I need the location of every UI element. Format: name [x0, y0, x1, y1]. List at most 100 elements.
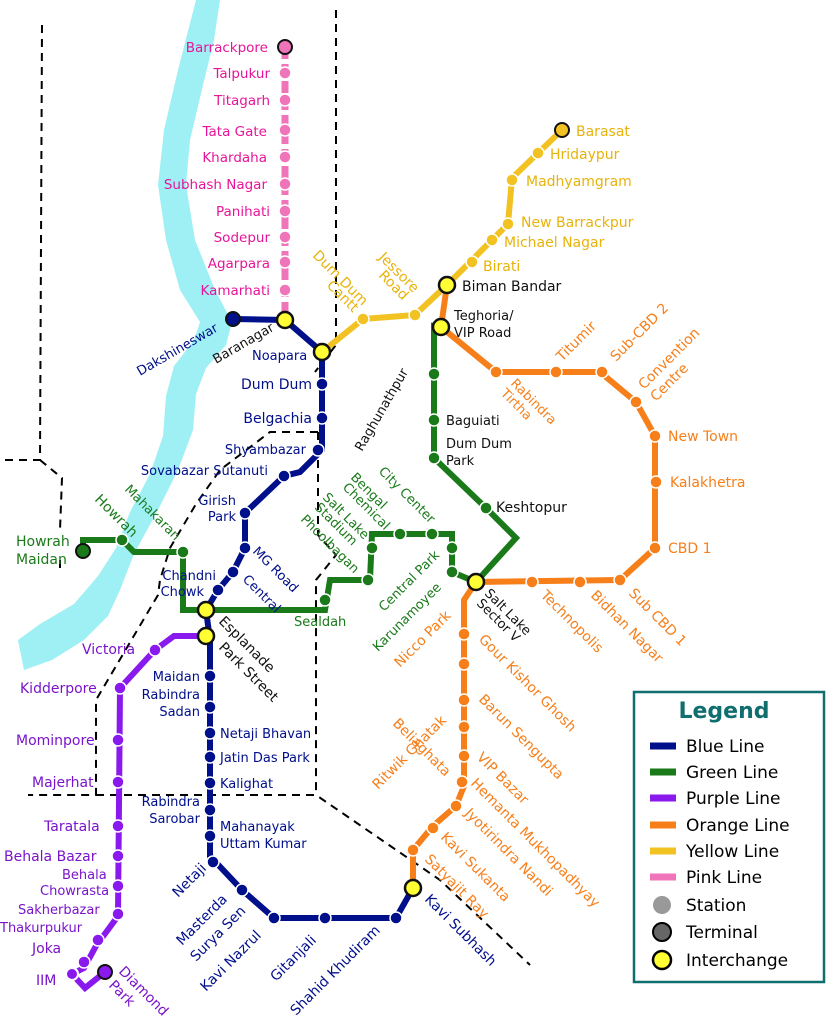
station-dot: [111, 849, 125, 863]
label-hridaypur: Hridaypur: [550, 147, 620, 163]
legend-label-station: Station: [686, 896, 746, 916]
station-dot: [115, 533, 129, 547]
label-subhash-nagar: Subhash Nagar: [164, 177, 268, 193]
label-howrah-maidan-1: Howrah: [16, 534, 70, 550]
legend-label-terminal: Terminal: [685, 923, 758, 943]
label-sodepur: Sodepur: [214, 230, 271, 246]
legend-swatch-interchange: [651, 949, 673, 971]
station-dot: [457, 720, 471, 734]
terminal-dakshineswar: [225, 311, 241, 327]
label-biman-bandar: Biman Bandar: [462, 279, 562, 295]
label-rabindra-sarobar-2: Sarobar: [149, 812, 200, 827]
station-dot: [235, 883, 249, 897]
terminal-iim: [65, 967, 79, 981]
station-dot: [356, 312, 370, 326]
label-girish-2: Park: [208, 510, 237, 525]
station-dot: [393, 527, 407, 541]
label-kalighat: Kalighat: [220, 777, 273, 792]
legend: Legend Blue Line Green Line Purple Line …: [632, 690, 826, 984]
station-dot: [406, 843, 420, 857]
label-madhyamgram: Madhyamgram: [526, 174, 632, 190]
station-dot: [148, 643, 162, 657]
label-raghunathpur: Raghunathpur: [352, 366, 412, 454]
station-dot: [111, 775, 125, 789]
terminal-barasat: [554, 122, 570, 138]
label-baguiati: Baguiati: [446, 414, 500, 429]
station-dot: [315, 377, 329, 391]
station-dot: [203, 803, 217, 817]
label-barrackpore: Barrackpore: [186, 40, 268, 56]
label-khardaha: Khardaha: [202, 150, 267, 166]
station-dot: [549, 365, 563, 379]
label-teghoria-1: Teghoria/: [453, 309, 514, 324]
station-dot: [203, 669, 217, 683]
label-teghoria-2: VIP Road: [454, 326, 511, 341]
label-titagarh: Titagarh: [213, 93, 270, 109]
label-majerhat: Majerhat: [32, 775, 94, 791]
station-dot: [485, 233, 499, 247]
station-dot: [455, 775, 469, 789]
pink-stations: [278, 66, 292, 297]
station-dot: [238, 506, 252, 520]
station-dot: [501, 217, 515, 231]
orange-stations: [406, 365, 663, 857]
station-dot: [278, 283, 292, 297]
station-dot: [113, 681, 127, 695]
station-dot: [465, 255, 479, 269]
station-dot: [206, 855, 220, 869]
label-dum-dum-park-1: Dum Dum: [446, 437, 512, 452]
interchange-park-street: [196, 626, 216, 646]
terminal-howrah-maidan: [75, 543, 91, 559]
station-dot: [203, 700, 217, 714]
station-dot: [457, 749, 471, 763]
label-mahanayak-2: Uttam Kumar: [220, 837, 307, 852]
label-rabindra-sadan-2: Sadan: [159, 705, 200, 720]
station-dot: [91, 933, 105, 947]
label-cbd1: CBD 1: [668, 541, 712, 557]
label-dum-dum-park-2: Park: [446, 454, 475, 469]
label-rabindra-sadan-1: Rabindra: [142, 688, 200, 703]
legend-label-interchange: Interchange: [686, 951, 788, 971]
label-mominpore: Mominpore: [16, 733, 95, 749]
label-michael-nagar: Michael Nagar: [504, 235, 605, 251]
station-dot: [427, 413, 441, 427]
terminal-barrackpore: [277, 39, 293, 55]
blue-stations: [203, 377, 403, 925]
label-behala-bazar: Behala Bazar: [4, 849, 97, 865]
station-dot: [457, 657, 471, 671]
interchange-noapara: [312, 342, 332, 362]
label-belgachia: Belgachia: [243, 411, 312, 427]
legend-title: Legend: [678, 699, 769, 724]
label-netaji-bhavan: Netaji Bhavan: [220, 727, 311, 742]
station-dot: [525, 575, 539, 589]
legend-label-yellow: Yellow Line: [685, 842, 779, 862]
station-dot: [315, 411, 329, 425]
station-dot: [203, 829, 217, 843]
station-dot: [278, 66, 292, 80]
pink-labels: Barrackpore Talpukur Titagarh Tata Gate …: [164, 40, 271, 299]
station-dot: [649, 475, 663, 489]
label-kalakhetra: Kalakhetra: [670, 475, 745, 491]
interchange-salt-lake-sector-v: [466, 572, 486, 592]
interchange-baranagar: [275, 310, 295, 330]
label-kamarhati: Kamarhati: [201, 283, 271, 299]
purple-stations: [77, 643, 162, 969]
legend-label-purple: Purple Line: [686, 789, 781, 809]
label-barasat: Barasat: [576, 124, 630, 140]
label-mahanayak-1: Mahanayak: [220, 820, 295, 835]
label-sakherbazar: Sakherbazar: [18, 903, 100, 918]
legend-swatch-station: [653, 896, 671, 914]
label-chandni-2: Chowk: [161, 585, 205, 600]
label-bidhan-nagar: Bidhan Nagar: [587, 588, 666, 667]
station-dot: [203, 776, 217, 790]
station-dot: [445, 565, 459, 579]
station-dot: [629, 395, 643, 409]
station-dot: [408, 308, 422, 322]
station-dot: [311, 443, 325, 457]
station-dot: [457, 627, 471, 641]
station-dot: [278, 255, 292, 269]
station-dot: [613, 573, 627, 587]
interchange-teghoria: [431, 317, 451, 337]
yellow-line: [320, 127, 565, 355]
